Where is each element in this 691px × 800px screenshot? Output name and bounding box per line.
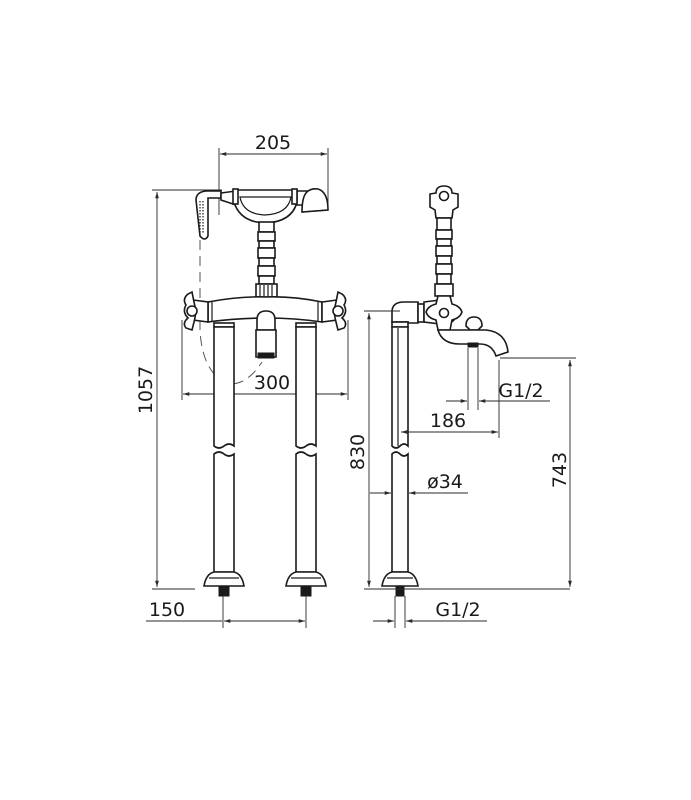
side-pipe bbox=[381, 301, 425, 597]
right-leg bbox=[285, 322, 327, 597]
dim-spout-thread: G1/2 bbox=[446, 348, 550, 410]
front-view: 205 1057 bbox=[135, 132, 349, 628]
label-205: 205 bbox=[255, 132, 291, 154]
side-view: 830 743 G1/2 186 ø34 bbox=[347, 185, 576, 628]
dim-spout-height: 743 bbox=[500, 357, 576, 587]
label-g12-spout: G1/2 bbox=[498, 380, 543, 402]
dim-spout-projection: 186 bbox=[401, 360, 500, 438]
label-1057: 1057 bbox=[135, 366, 157, 414]
label-300: 300 bbox=[254, 372, 290, 394]
label-g12-inlet: G1/2 bbox=[435, 599, 480, 621]
dim-inlet-thread: G1/2 bbox=[373, 596, 487, 628]
dim-leg-spacing: 150 bbox=[146, 596, 307, 628]
spout-front bbox=[255, 310, 277, 359]
dim-pipe-height: 830 bbox=[347, 310, 570, 590]
side-column bbox=[434, 217, 454, 297]
left-leg bbox=[203, 322, 245, 597]
label-186: 186 bbox=[430, 410, 466, 432]
label-830: 830 bbox=[347, 434, 369, 470]
label-743: 743 bbox=[549, 452, 571, 488]
shower-column bbox=[255, 221, 278, 298]
dim-pipe-diameter: ø34 bbox=[370, 471, 468, 495]
dim-total-height: 1057 bbox=[135, 189, 222, 590]
dim-body-width: 300 bbox=[181, 320, 349, 400]
side-valve-spout bbox=[423, 295, 509, 358]
dim-handshower-width: 205 bbox=[218, 132, 329, 215]
label-diameter-34: ø34 bbox=[427, 471, 463, 493]
label-150: 150 bbox=[149, 599, 185, 621]
handshower-holder bbox=[429, 185, 459, 219]
mixer-body bbox=[183, 290, 347, 332]
handshower bbox=[195, 188, 329, 240]
